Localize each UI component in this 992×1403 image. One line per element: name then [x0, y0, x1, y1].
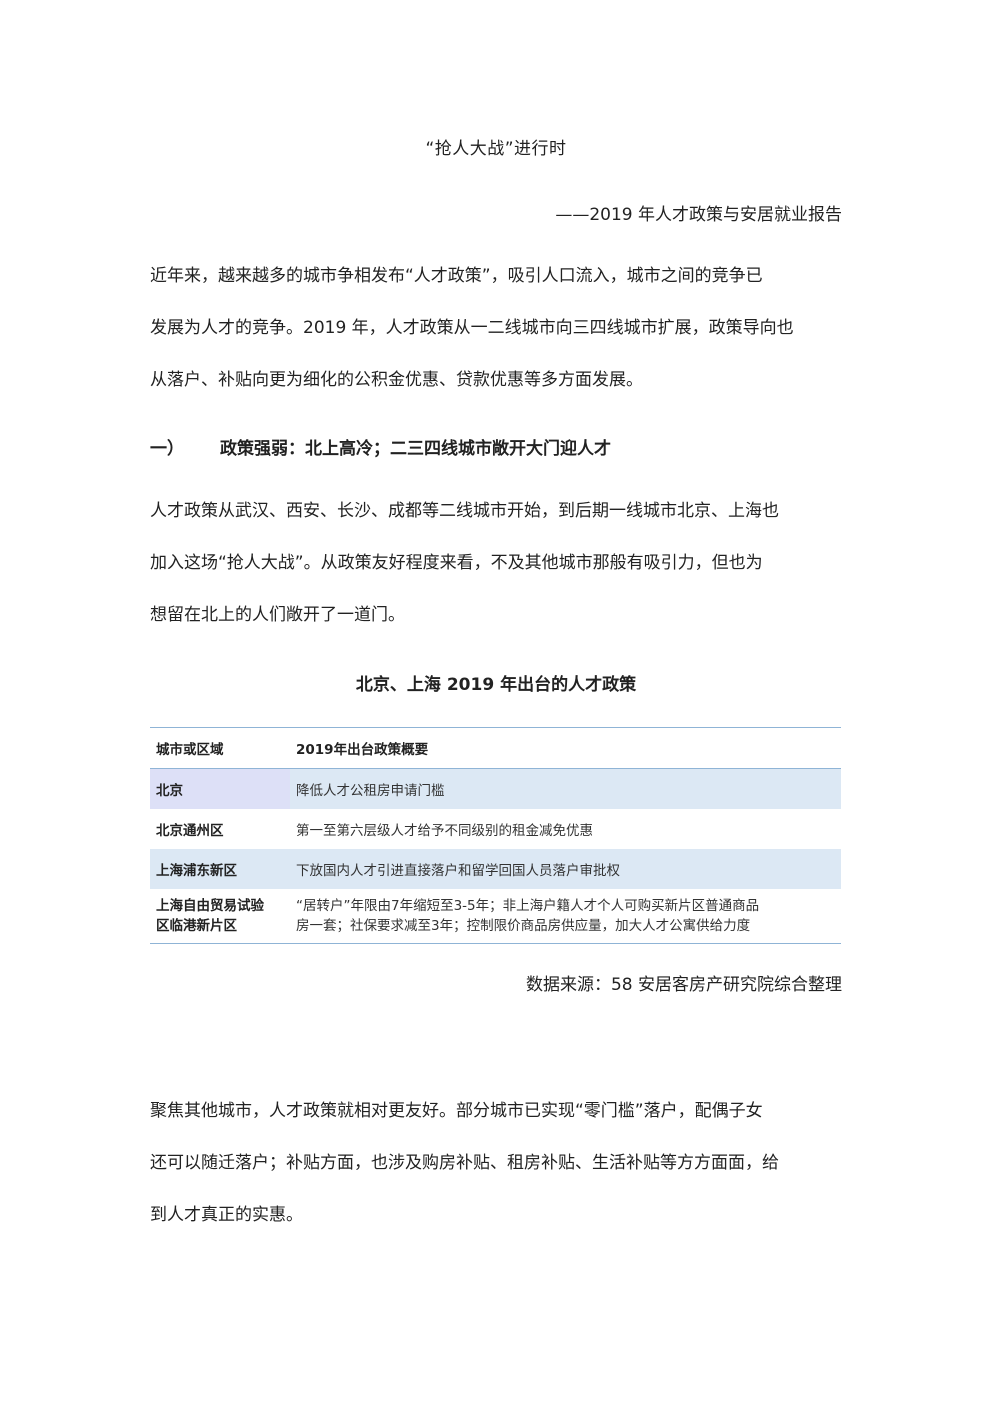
document-subtitle: ——2019 年人才政策与安居就业报告 — [555, 205, 842, 225]
intro-paragraph: 近年来，越来越多的城市争相发布“人才政策”，吸引人口流入，城市之间的竞争已 发展… — [150, 250, 850, 406]
table-cell-policy-line: 房一套；社保要求减至3年；控制限价商品房供应量，加大人才公寓供给力度 — [296, 918, 751, 934]
section-number: 一） — [150, 439, 184, 459]
intro-line: 发展为人才的竞争。2019 年，人才政策从一二线城市向三四线城市扩展，政策导向也 — [150, 318, 794, 338]
table-cell-policy: 下放国内人才引进直接落户和留学回国人员落户审批权 — [290, 849, 841, 889]
table-row: 北京 降低人才公租房申请门槛 — [150, 768, 841, 809]
table-cell-city-line: 区临港新片区 — [156, 918, 237, 934]
intro-line: 从落户、补贴向更为细化的公积金优惠、贷款优惠等多方面发展。 — [150, 370, 643, 390]
section-line: 想留在北上的人们敞开了一道门。 — [150, 605, 405, 625]
section-heading: 一） 政策强弱：北上高冷；二三四线城市敞开大门迎人才 — [150, 434, 611, 459]
section-paragraph: 人才政策从武汉、西安、长沙、成都等二线城市开始，到后期一线城市北京、上海也 加入… — [150, 485, 850, 641]
section-line: 加入这场“抢人大战”。从政策友好程度来看，不及其他城市那般有吸引力，但也为 — [150, 553, 763, 573]
column-header-city: 城市或区域 — [150, 727, 290, 769]
table-cell-city: 上海浦东新区 — [150, 849, 290, 889]
data-source-note: 数据来源：58 安居客房产研究院综合整理 — [525, 975, 842, 995]
section-heading-text: 政策强弱：北上高冷；二三四线城市敞开大门迎人才 — [220, 439, 611, 459]
closing-line: 还可以随迁落户；补贴方面，也涉及购房补贴、租房补贴、生活补贴等方方面面，给 — [150, 1153, 779, 1173]
table-row: 上海浦东新区 下放国内人才引进直接落户和留学回国人员落户审批权 — [150, 849, 841, 889]
closing-line: 聚焦其他城市，人才政策就相对更友好。部分城市已实现“零门槛”落户，配偶子女 — [150, 1101, 763, 1121]
table-header-row: 城市或区域 2019年出台政策概要 — [150, 727, 841, 769]
section-line: 人才政策从武汉、西安、长沙、成都等二线城市开始，到后期一线城市北京、上海也 — [150, 501, 779, 521]
document-title: “抢人大战”进行时 — [425, 139, 567, 159]
intro-line: 近年来，越来越多的城市争相发布“人才政策”，吸引人口流入，城市之间的竞争已 — [150, 266, 763, 286]
table-cell-city: 上海自由贸易试验 区临港新片区 — [150, 889, 290, 944]
table-cell-policy: 降低人才公租房申请门槛 — [290, 768, 841, 809]
table-row: 北京通州区 第一至第六层级人才给予不同级别的租金减免优惠 — [150, 809, 841, 849]
table-cell-policy-line: “居转户”年限由7年缩短至3-5年；非上海户籍人才个人可购买新片区普通商品 — [296, 898, 760, 914]
table-cell-city: 北京 — [150, 768, 290, 809]
table-title: 北京、上海 2019 年出台的人才政策 — [355, 675, 637, 695]
table-cell-city-line: 上海自由贸易试验 — [156, 898, 264, 914]
closing-paragraph: 聚焦其他城市，人才政策就相对更友好。部分城市已实现“零门槛”落户，配偶子女 还可… — [150, 1085, 850, 1241]
table-cell-city: 北京通州区 — [156, 823, 224, 839]
policy-table: 城市或区域 2019年出台政策概要 北京 降低人才公租房申请门槛 北京通州区 第… — [150, 727, 841, 944]
column-header-policy: 2019年出台政策概要 — [290, 727, 841, 769]
table-cell-policy: “居转户”年限由7年缩短至3-5年；非上海户籍人才个人可购买新片区普通商品 房一… — [290, 889, 841, 944]
table-row: 上海自由贸易试验 区临港新片区 “居转户”年限由7年缩短至3-5年；非上海户籍人… — [150, 889, 841, 944]
table-cell-policy: 第一至第六层级人才给予不同级别的租金减免优惠 — [296, 823, 593, 839]
closing-line: 到人才真正的实惠。 — [150, 1205, 303, 1225]
